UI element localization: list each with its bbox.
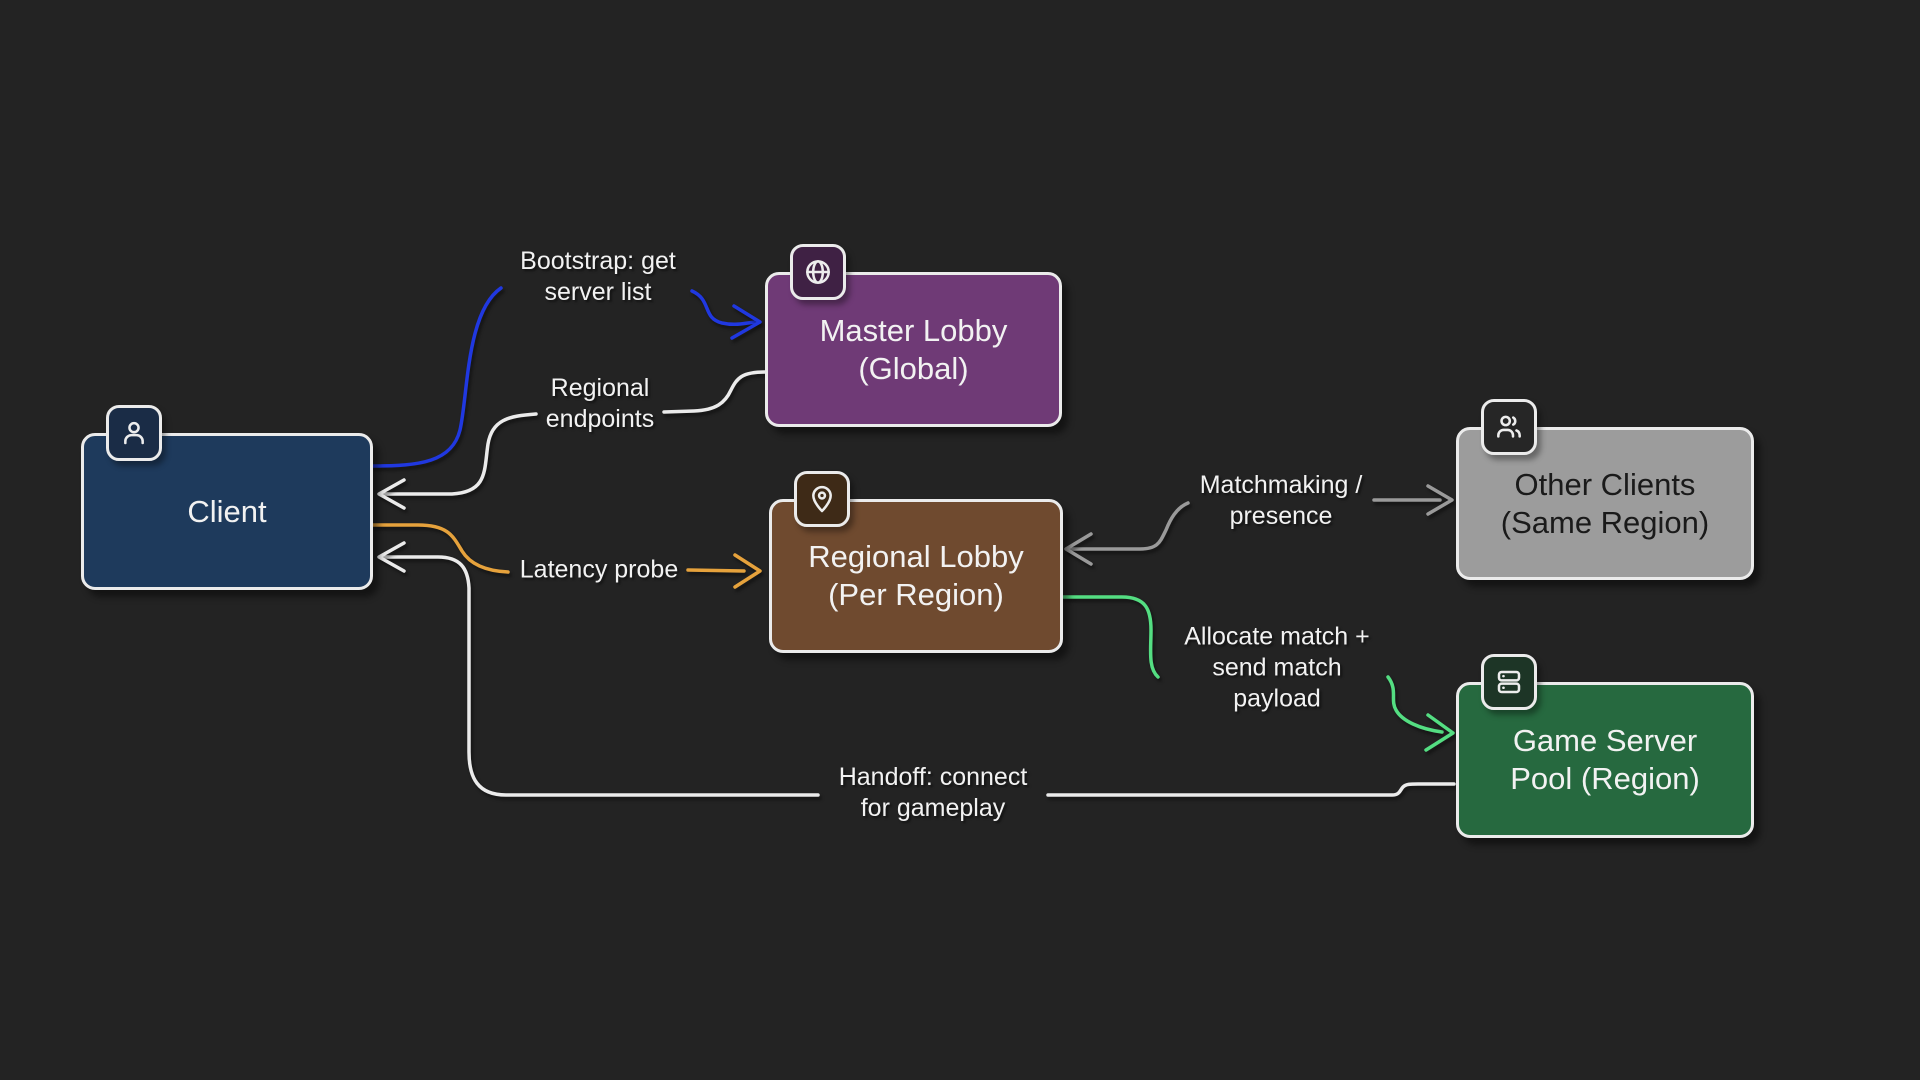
node-title: Regional Lobby (Per Region)	[808, 539, 1024, 612]
client-badge	[106, 405, 162, 461]
edge-label-regional-endpoints: Regional endpoints	[545, 374, 655, 433]
users-icon	[1497, 415, 1521, 438]
node-title: Client	[187, 493, 267, 529]
node-regional-lobby[interactable]: Regional Lobby (Per Region)	[769, 471, 1063, 653]
servers-icon	[1497, 670, 1521, 694]
edge-regional-endpoints-arrow[interactable]	[377, 370, 767, 510]
node-other-clients[interactable]: Other Clients (Same Region)	[1456, 399, 1754, 580]
edge-allocate-match-arrow[interactable]	[1061, 595, 1455, 752]
node-title: Other Clients (Same Region)	[1500, 466, 1710, 540]
edge-label-bootstrap: Bootstrap: get server list	[520, 247, 676, 306]
node-game-server-pool[interactable]: Game Server Pool (Region)	[1456, 654, 1754, 838]
node-master-lobby[interactable]: Master Lobby (Global)	[765, 244, 1062, 427]
edge-matchmaking-arrow[interactable]	[1064, 484, 1454, 566]
game-server-pool-badge	[1481, 654, 1537, 710]
edge-handoff-arrow[interactable]	[377, 541, 1456, 797]
map-pin-icon	[812, 485, 832, 513]
master-lobby-badge	[790, 244, 846, 300]
edge-label-latency-probe: Latency probe	[519, 555, 679, 584]
edge-label-matchmaking: Matchmaking / presence	[1199, 471, 1363, 530]
edge-bootstrap-arrow[interactable]	[371, 286, 762, 468]
node-title: Game Server Pool (Region)	[1510, 723, 1700, 796]
edge-latency-probe-arrow[interactable]	[371, 523, 762, 589]
node-client[interactable]: Client	[81, 405, 373, 590]
node-title: Master Lobby (Global)	[819, 312, 1008, 386]
globe-icon	[806, 260, 830, 284]
edge-label-allocate-match: Allocate match + send match payload	[1184, 622, 1370, 713]
edge-label-handoff: Handoff: connect for gameplay	[838, 763, 1028, 822]
regional-lobby-badge	[794, 471, 850, 527]
other-clients-badge	[1481, 399, 1537, 455]
user-icon	[124, 421, 144, 445]
